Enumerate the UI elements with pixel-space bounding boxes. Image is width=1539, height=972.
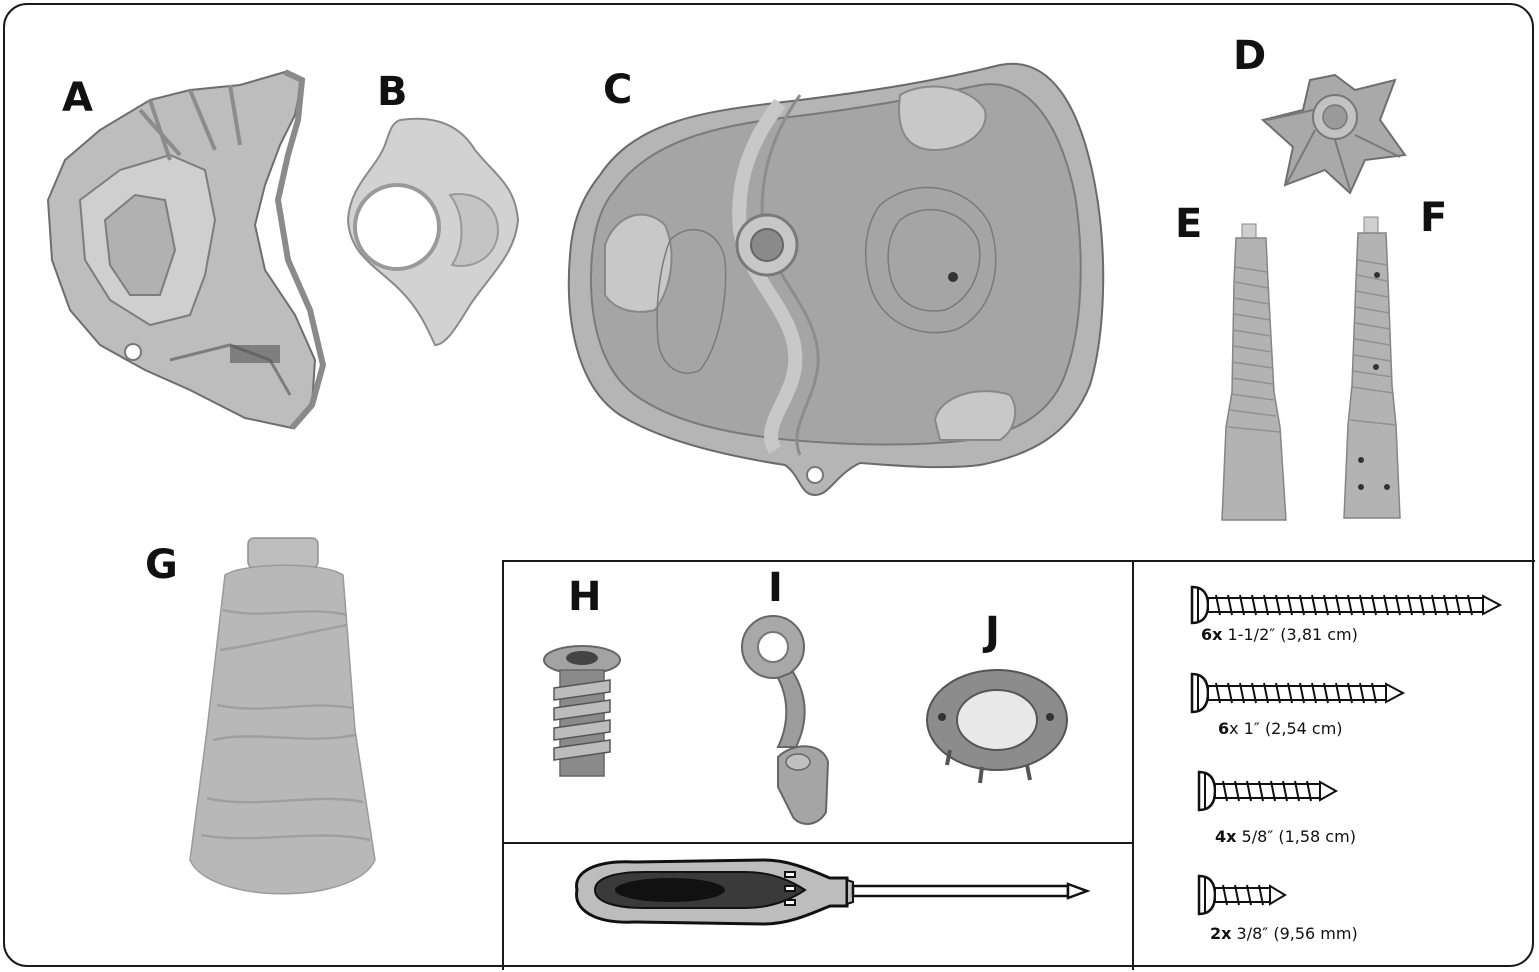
part-label-e: E [1175, 204, 1202, 244]
part-g-image [185, 530, 380, 910]
part-a-image [40, 60, 330, 435]
part-i-image [738, 612, 838, 832]
part-h-image [540, 640, 625, 780]
screw-5-8in-size: 5/8″ (1,58 cm) [1236, 827, 1355, 846]
screw-1in-size: x 1″ (2,54 cm) [1229, 719, 1342, 738]
part-label-h: H [568, 577, 601, 617]
part-j-image [922, 665, 1072, 790]
grid-top-divider [502, 560, 1535, 562]
screw-1in-label: 6x 1″ (2,54 cm) [1218, 719, 1343, 738]
grid-middle-divider [1132, 560, 1134, 970]
part-e-image [1210, 222, 1295, 522]
screw-3-8in-qty: 2x [1210, 924, 1231, 943]
screw-5-8in-label: 4x 5/8″ (1,58 cm) [1215, 827, 1356, 846]
screw-1in-qty: 6 [1218, 719, 1229, 738]
screw-1-5in-qty: 6x [1201, 625, 1222, 644]
part-label-i: I [768, 568, 783, 608]
part-d-image [1255, 65, 1415, 200]
screw-3-8in-size: 3/8″ (9,56 mm) [1231, 924, 1357, 943]
screw-1in-image [1188, 672, 1413, 714]
screw-5-8in-image [1195, 770, 1340, 812]
grid-tools-divider [502, 842, 1133, 844]
part-b-image [340, 105, 525, 350]
screw-1-5in-image [1188, 585, 1508, 625]
screw-3-8in-label: 2x 3/8″ (9,56 mm) [1210, 924, 1358, 943]
screw-3-8in-image [1195, 874, 1290, 916]
grid-left-divider [502, 560, 504, 970]
part-c-image [560, 55, 1110, 505]
part-label-f: F [1420, 198, 1447, 238]
part-label-g: G [145, 545, 178, 585]
part-label-j: J [985, 612, 1000, 652]
screw-1-5in-size: 1-1/2″ (3,81 cm) [1222, 625, 1357, 644]
screwdriver-image [565, 850, 1095, 935]
part-f-image [1330, 215, 1415, 520]
screw-1-5in-label: 6x 1-1/2″ (3,81 cm) [1201, 625, 1358, 644]
screw-5-8in-qty: 4x [1215, 827, 1236, 846]
